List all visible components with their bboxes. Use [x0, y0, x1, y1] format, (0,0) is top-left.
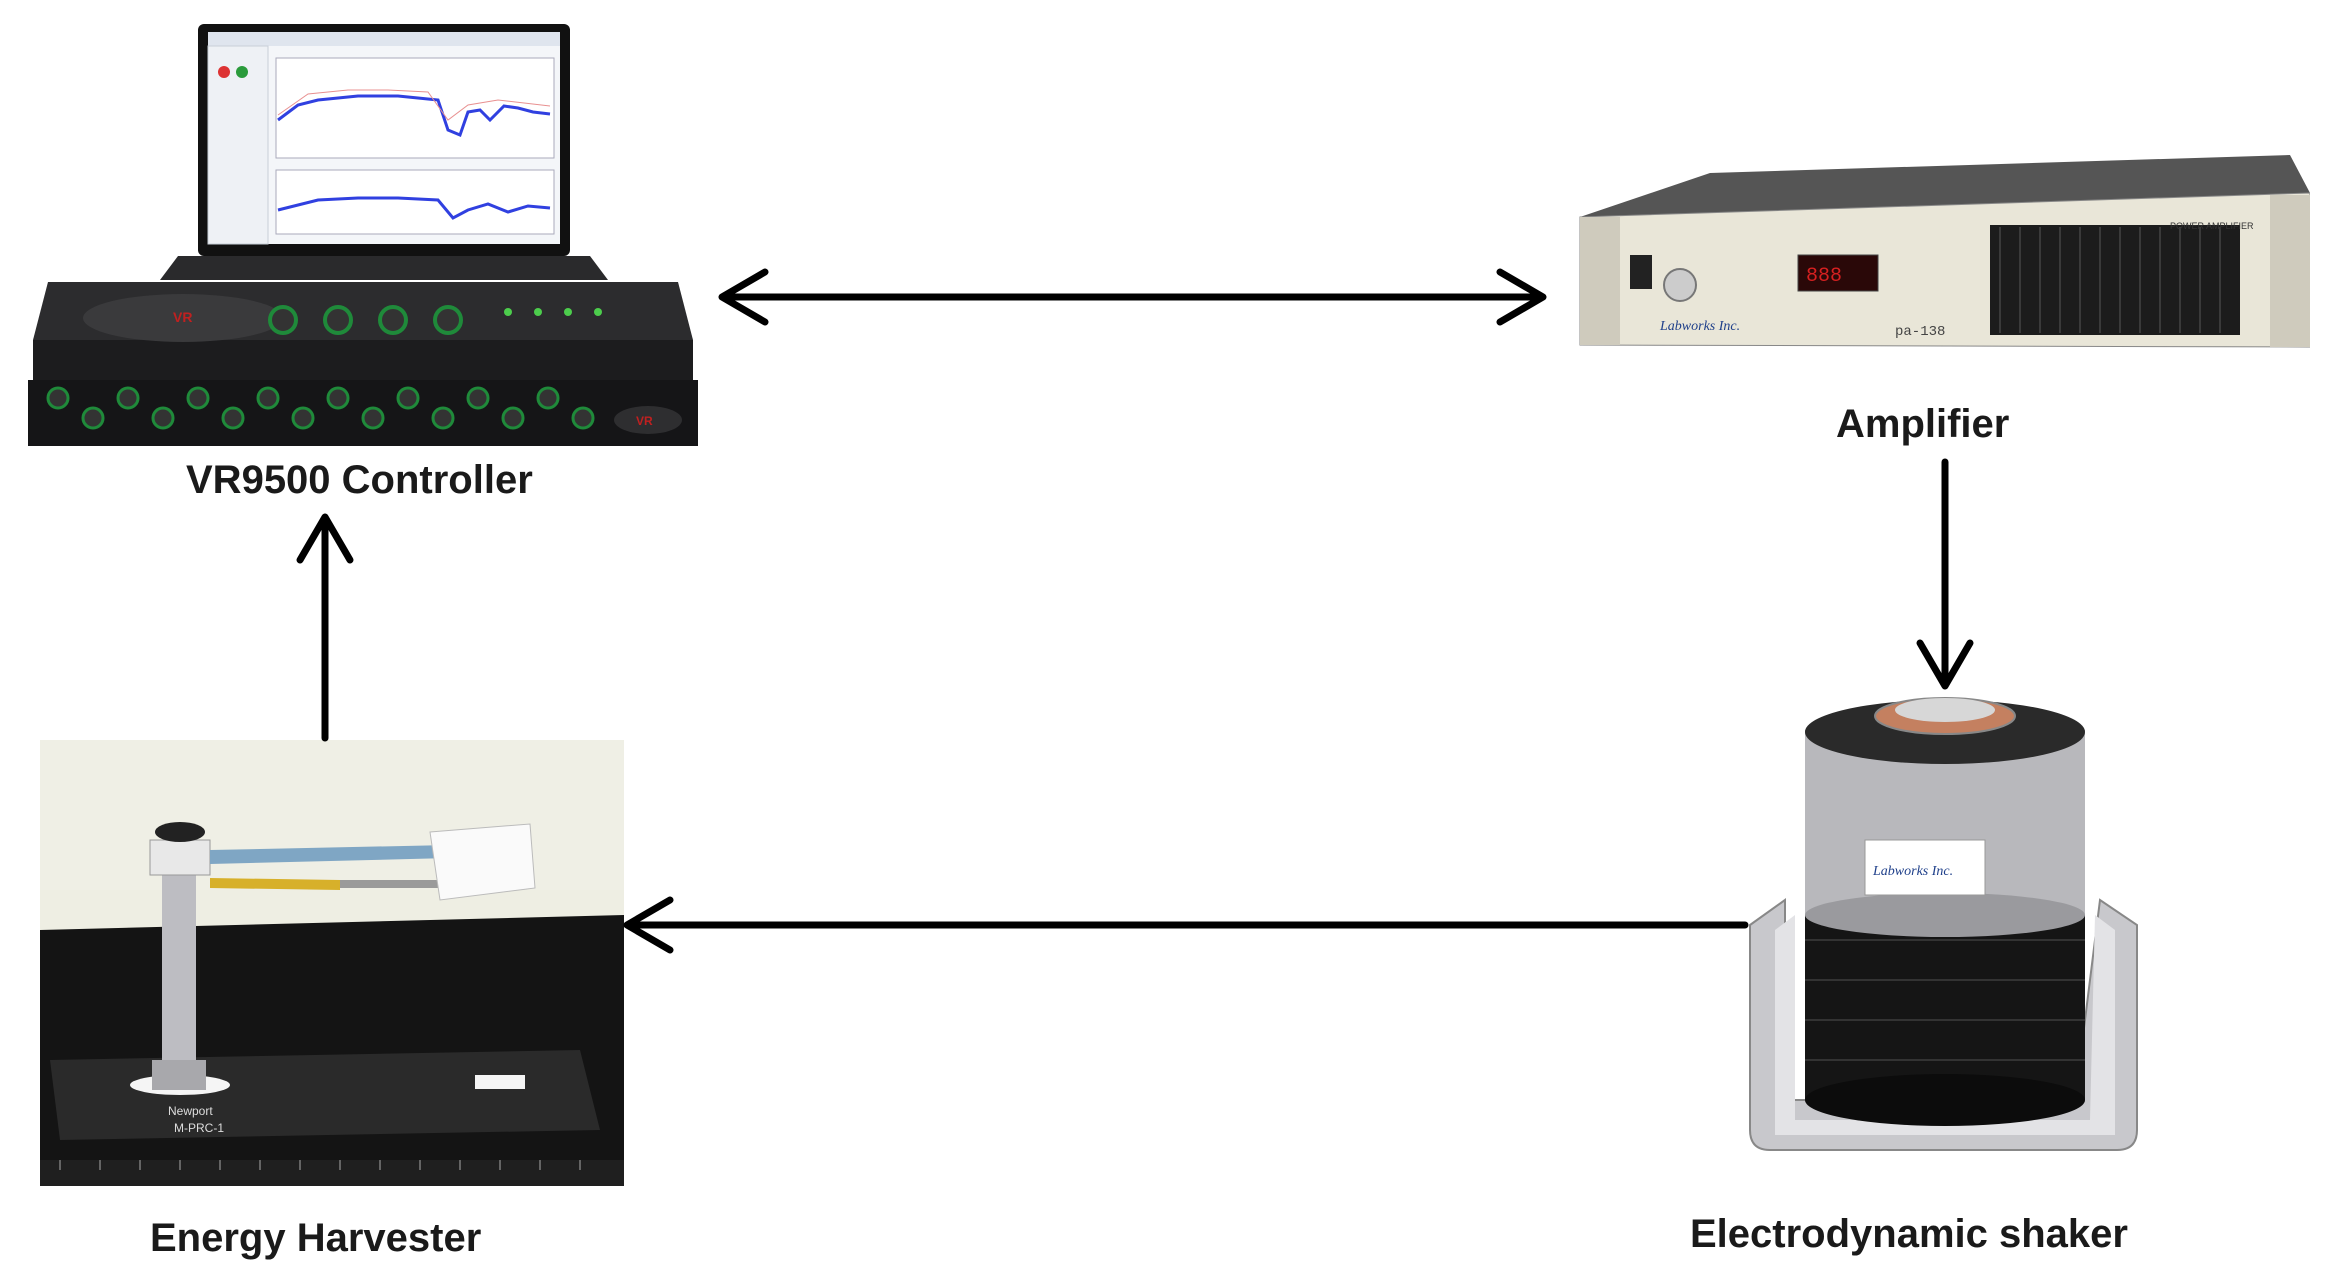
shaker-harvester-arrow	[623, 896, 1749, 954]
amplifier-shaker-arrow	[1916, 458, 1974, 690]
svg-text:pa-138: pa-138	[1895, 324, 1945, 340]
controller-illustration: VR VR	[28, 24, 698, 446]
vr9500-controller-image: VR VR	[28, 20, 708, 450]
harvester-label: Energy Harvester	[150, 1216, 482, 1260]
svg-text:888: 888	[1806, 265, 1842, 288]
amplifier-label: Amplifier	[1836, 402, 2010, 446]
svg-text:Newport: Newport	[168, 1104, 213, 1118]
controller-label: VR9500 Controller	[186, 458, 533, 502]
harvester-illustration: Newport M-PRC-1	[40, 740, 624, 1186]
shaker-illustration: Labworks Inc.	[1749, 697, 2138, 1151]
shaker-image: Labworks Inc.	[1745, 680, 2145, 1180]
svg-text:Labworks Inc.: Labworks Inc.	[1659, 319, 1740, 334]
svg-text:VR: VR	[173, 309, 192, 325]
svg-text:POWER AMPLIFIER: POWER AMPLIFIER	[2170, 221, 2254, 231]
controller-amplifier-arrow	[718, 268, 1547, 326]
amplifier-illustration: 888 Labworks Inc. pa-138 POWER AMPLIFIER	[1579, 155, 2311, 348]
amplifier-image: 888 Labworks Inc. pa-138 POWER AMPLIFIER	[1570, 155, 2311, 360]
shaker-label: Electrodynamic shaker	[1690, 1212, 2128, 1256]
svg-text:VR: VR	[636, 414, 653, 428]
harvester-controller-arrow	[296, 513, 354, 742]
svg-text:Labworks Inc.: Labworks Inc.	[1872, 864, 1953, 879]
harvester-image: Newport M-PRC-1	[40, 740, 624, 1186]
svg-text:M-PRC-1: M-PRC-1	[174, 1121, 224, 1135]
